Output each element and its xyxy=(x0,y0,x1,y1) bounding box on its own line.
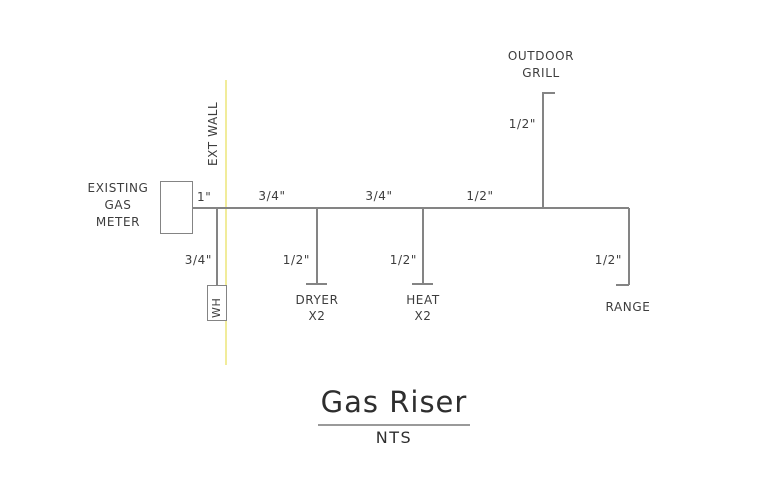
heat-pipe-end-cap xyxy=(412,283,433,285)
outdoor-grill-label-line1: OUTDOOR xyxy=(507,49,575,63)
outdoor-grill-elbow xyxy=(542,92,555,94)
main-run-pipe xyxy=(193,207,629,209)
dryer-label-line2: X2 xyxy=(308,309,326,323)
range-drop-pipe xyxy=(628,208,630,285)
dryer-label-line1: DRYER xyxy=(295,293,339,307)
outdoor-grill-label: OUTDOOR GRILL xyxy=(501,48,581,82)
water-heater-drop-pipe xyxy=(216,208,218,285)
heat-label-line2: X2 xyxy=(414,309,432,323)
outdoor-grill-size-label: 1/2" xyxy=(508,117,536,131)
dryer-size-label: 1/2" xyxy=(282,253,310,267)
main-run-segment2-size: 3/4" xyxy=(365,189,393,203)
heat-size-label: 1/2" xyxy=(389,253,417,267)
ext-wall-line xyxy=(225,80,227,365)
drawing-title: Gas Riser xyxy=(320,385,468,419)
main-run-segment1-size: 3/4" xyxy=(258,189,286,203)
dryer-label: DRYER X2 xyxy=(277,292,357,324)
main-run-segment3-size: 1/2" xyxy=(466,189,494,203)
gas-meter-label-line3: METER xyxy=(95,215,141,229)
drawing-scale: NTS xyxy=(375,428,413,447)
outdoor-grill-label-line2: GRILL xyxy=(522,66,560,80)
heat-label: HEAT X2 xyxy=(383,292,463,324)
range-elbow xyxy=(616,284,629,286)
heat-drop-pipe xyxy=(422,208,424,283)
range-label: RANGE xyxy=(605,300,651,314)
heat-label-line1: HEAT xyxy=(406,293,440,307)
gas-meter-label: EXISTING GAS METER xyxy=(80,180,156,231)
dryer-drop-pipe xyxy=(316,208,318,283)
dryer-pipe-end-cap xyxy=(306,283,327,285)
range-size-label: 1/2" xyxy=(594,253,622,267)
outdoor-grill-riser-pipe xyxy=(542,92,544,208)
water-heater-size-label: 3/4" xyxy=(184,253,212,267)
water-heater-label: WH xyxy=(210,297,223,318)
gas-meter-label-line2: GAS xyxy=(104,198,132,212)
water-heater-box xyxy=(207,285,227,321)
ext-wall-label: EXT WALL xyxy=(206,101,220,166)
meter-outlet-size-label: 1" xyxy=(197,190,212,204)
title-underline xyxy=(318,424,470,426)
gas-meter-label-line1: EXISTING xyxy=(87,181,149,195)
gas-meter-box xyxy=(160,181,193,234)
